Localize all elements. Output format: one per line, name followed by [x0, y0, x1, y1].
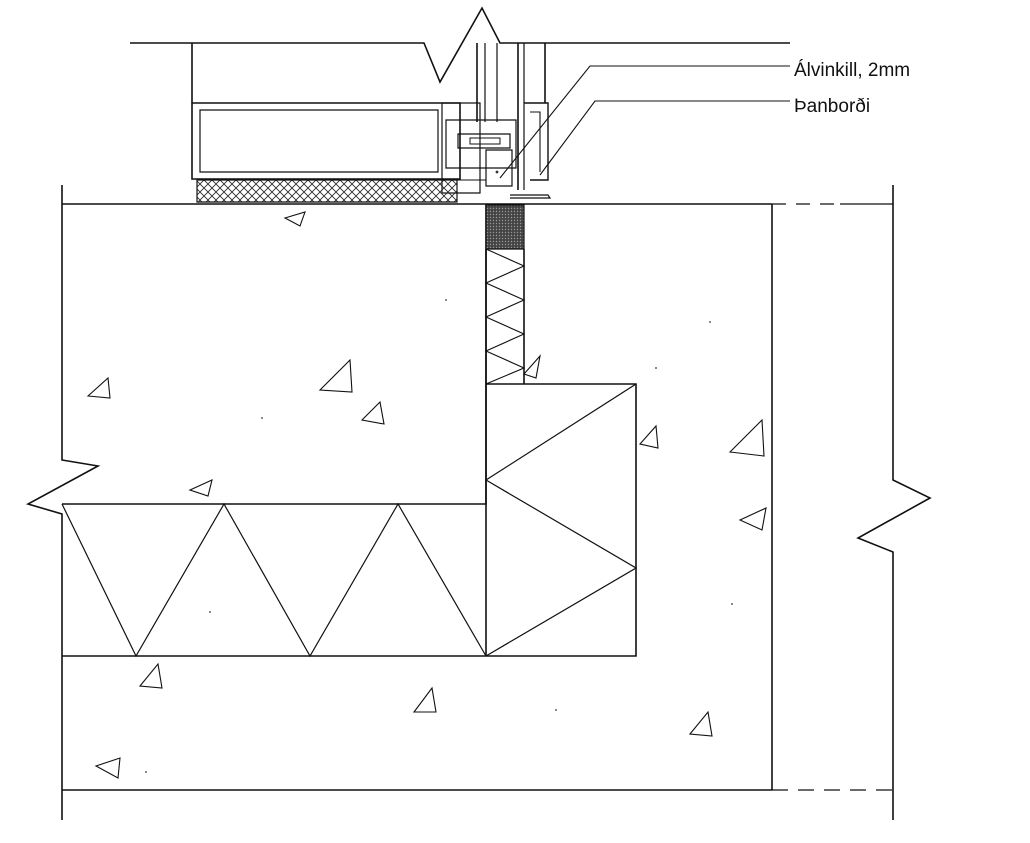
step-block — [62, 384, 636, 656]
concrete-left-edge — [28, 185, 98, 820]
label-alvinkill: Álvinkill, 2mm — [794, 60, 911, 81]
insulation-horizontal — [62, 504, 486, 656]
leader-panbordi — [540, 101, 790, 175]
concrete-right-edge — [858, 185, 930, 820]
insulation-vertical — [486, 205, 524, 384]
leader-alvinkill — [500, 66, 790, 178]
sealant-strip — [197, 180, 457, 202]
window-frame — [192, 43, 550, 198]
concrete-aggregate — [88, 212, 766, 778]
concrete-dots — [145, 170, 733, 773]
inner-block-upper — [62, 204, 486, 504]
insulation-step — [486, 384, 636, 656]
top-break-line — [130, 8, 790, 82]
label-panbordi: Þanborði — [794, 96, 871, 117]
